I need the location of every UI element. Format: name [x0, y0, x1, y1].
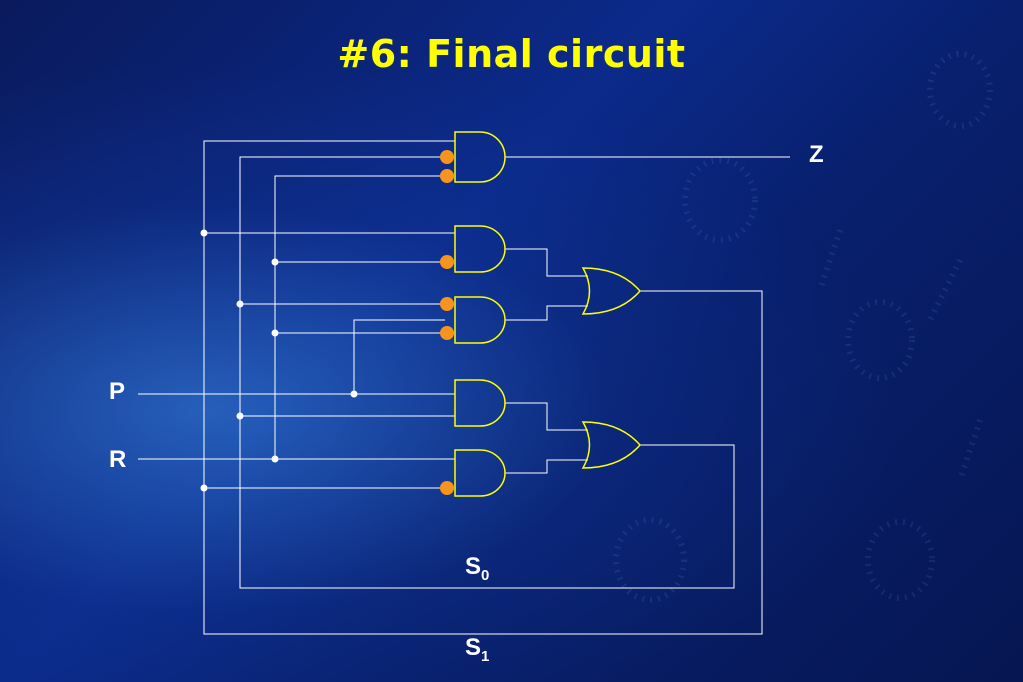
and-gate-3	[454, 296, 506, 344]
select-s1-label: S1	[465, 634, 489, 665]
or-gate-2	[581, 421, 641, 469]
junction-dot	[236, 300, 244, 308]
slide-title: #6: Final circuit	[337, 32, 686, 76]
and2-to-or1-wire	[505, 248, 588, 277]
select-s0-label: S0	[465, 553, 489, 584]
and-gate-2	[454, 225, 506, 273]
junction-dot	[236, 412, 244, 420]
inversion-bubble	[440, 255, 454, 269]
junction-dot	[200, 484, 208, 492]
select-s0-sub: 0	[481, 566, 490, 584]
inversion-bubbles	[440, 150, 454, 495]
inversion-bubble	[440, 326, 454, 340]
r-vertical-wire	[274, 175, 445, 459]
or-gate-1	[581, 267, 641, 315]
wires	[138, 140, 790, 635]
inversion-bubble	[440, 169, 454, 183]
s0-wire	[239, 156, 735, 589]
junction-dot	[271, 329, 279, 337]
input-r-label: R	[109, 446, 127, 473]
s1-wire	[203, 140, 763, 635]
select-s0-base: S	[465, 553, 482, 580]
and-gate-5	[454, 449, 506, 497]
gates	[454, 131, 641, 497]
select-s1-sub: 1	[481, 647, 490, 665]
input-p-label: P	[109, 378, 126, 405]
inversion-bubble	[440, 297, 454, 311]
inversion-bubble	[440, 481, 454, 495]
inversion-bubble	[440, 150, 454, 164]
junction-dot	[350, 390, 358, 398]
background-decoration	[613, 51, 993, 603]
and3-to-or1-wire	[505, 305, 588, 321]
p-vertical-wire	[353, 319, 445, 394]
and5-to-or2-wire	[505, 459, 588, 474]
junction-dot	[271, 455, 279, 463]
junction-dot	[271, 258, 279, 266]
and-gate-4	[454, 379, 506, 427]
output-z-label: Z	[809, 141, 824, 168]
and-gate-1	[454, 131, 506, 183]
junction-dot	[200, 229, 208, 237]
junction-dots	[200, 229, 358, 492]
select-s1-base: S	[465, 634, 482, 661]
and4-to-or2-wire	[505, 402, 588, 431]
